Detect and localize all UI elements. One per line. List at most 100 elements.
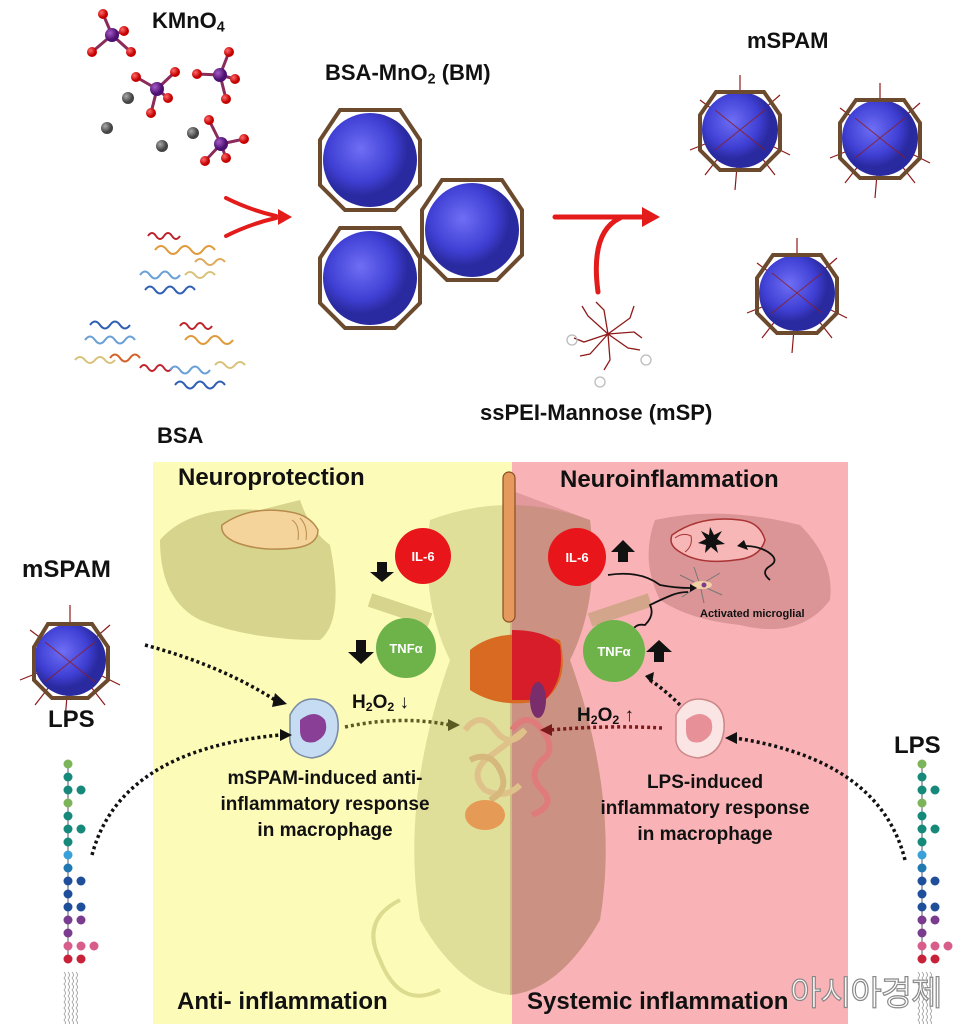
kmno4-subscript: 4 bbox=[216, 19, 225, 36]
neuroprotection-title: Neuroprotection bbox=[178, 464, 365, 491]
inflamed-brain-icon bbox=[670, 518, 766, 563]
h2o2-up-arrow bbox=[549, 725, 663, 732]
kmno4-text: KMnO bbox=[152, 8, 217, 33]
lps-sugar-unit bbox=[930, 785, 940, 795]
tnf-up-arrow bbox=[646, 640, 672, 662]
mSP-label: ssPEI-Mannose (mSP) bbox=[480, 400, 713, 425]
il6-label: IL-6 bbox=[411, 548, 435, 564]
lps-sugar-unit bbox=[930, 941, 940, 951]
lps-sugar-unit bbox=[63, 850, 73, 860]
lps-sugar-unit bbox=[63, 837, 73, 847]
lps-sugar-unit bbox=[76, 941, 86, 951]
caption-line: mSPAM-induced anti- bbox=[227, 768, 423, 789]
tnf-label: TNFα bbox=[389, 640, 423, 656]
caption-line: inflammatory response bbox=[600, 798, 810, 819]
down-arrow-icon: ↓ bbox=[399, 692, 410, 713]
lps-sugar-unit bbox=[917, 824, 927, 834]
lps-sugar-unit bbox=[76, 954, 86, 964]
il6-label: IL-6 bbox=[565, 549, 589, 565]
h2o2-down-arrow bbox=[344, 718, 451, 729]
lps-sugar-unit bbox=[63, 954, 73, 964]
lps-to-macrophage-left-arrow bbox=[90, 733, 281, 856]
lps-molecule-right bbox=[917, 759, 953, 1024]
kmno4-molecules-graphic bbox=[74, 9, 931, 390]
caption-line: in macrophage bbox=[257, 820, 393, 841]
lps-sugar-unit bbox=[917, 876, 927, 886]
bsa-mno2-label: BSA-MnO2 (BM) bbox=[325, 60, 491, 88]
tnf-label: TNFα bbox=[597, 643, 631, 659]
h2o2-h: H bbox=[577, 705, 591, 726]
lps-sugar-unit bbox=[63, 876, 73, 886]
bsa-protein bbox=[169, 322, 246, 390]
il6-down-arrow bbox=[370, 562, 394, 582]
bsa-protein bbox=[139, 232, 226, 295]
lps-sugar-unit bbox=[76, 902, 86, 912]
h2o2-decrease-label: H2O2 ↓ bbox=[352, 692, 409, 714]
bm-label-subscript: 2 bbox=[427, 71, 436, 88]
lps-to-macrophage-right-arrow bbox=[734, 736, 907, 861]
lps-molecule-left bbox=[63, 759, 99, 1024]
lps-sugar-unit bbox=[63, 811, 73, 821]
lipid-tail bbox=[71, 971, 74, 1024]
watermark: 아시아경제 bbox=[789, 973, 943, 1014]
lps-sugar-unit bbox=[917, 941, 927, 951]
lps-sugar-unit bbox=[76, 785, 86, 795]
mspam-product-label: mSPAM bbox=[747, 28, 829, 53]
lps-sugar-unit bbox=[943, 941, 953, 951]
kmno4-molecule bbox=[87, 9, 136, 57]
lipid-tail bbox=[925, 971, 928, 1024]
lipid-tail bbox=[929, 971, 932, 1024]
caption-line: LPS-induced bbox=[646, 772, 764, 793]
il6-up-arrow bbox=[611, 540, 635, 562]
mspam-nanoparticle bbox=[19, 605, 121, 721]
lps-sugar-unit bbox=[930, 915, 940, 925]
inflammatory-caption: LPS-induced inflammatory response in mac… bbox=[587, 770, 823, 848]
lps-sugar-unit bbox=[63, 772, 73, 782]
kmno4-molecule bbox=[192, 47, 240, 104]
mspam-nanoparticle bbox=[829, 83, 931, 199]
mspam-nanoparticle bbox=[746, 238, 848, 354]
h2o2-sub: 2 bbox=[365, 700, 373, 715]
h2o2-h: H bbox=[352, 692, 366, 713]
dotted-arrows bbox=[90, 643, 907, 861]
lps-sugar-unit bbox=[63, 863, 73, 873]
lps-right-label: LPS bbox=[894, 732, 941, 759]
potassium-ions bbox=[101, 92, 199, 152]
anti-inflammatory-caption: mSPAM-induced anti- inflammatory respons… bbox=[215, 766, 435, 844]
h2o2-sub: 2 bbox=[387, 700, 395, 715]
kmno4-molecule bbox=[131, 67, 180, 118]
kmno4-label: KMnO4 bbox=[152, 8, 225, 36]
bm-label-text: BSA-MnO bbox=[325, 60, 428, 85]
lps-sugar-unit bbox=[917, 837, 927, 847]
lps-sugar-unit bbox=[63, 902, 73, 912]
lps-sugar-unit bbox=[930, 824, 940, 834]
macrophage-to-tnf-arrow bbox=[649, 678, 682, 707]
lps-sugar-unit bbox=[63, 928, 73, 938]
lps-sugar-unit bbox=[917, 772, 927, 782]
bsa-label: BSA bbox=[157, 423, 204, 448]
bsa-protein bbox=[74, 320, 173, 372]
mannose-pei-polymer bbox=[566, 301, 652, 388]
bm-label-suffix: (BM) bbox=[435, 60, 491, 85]
lps-sugar-unit bbox=[76, 876, 86, 886]
lps-sugar-unit bbox=[63, 785, 73, 795]
lps-sugar-unit bbox=[917, 811, 927, 821]
lps-sugar-unit bbox=[917, 785, 927, 795]
lps-sugar-unit bbox=[917, 954, 927, 964]
bm-nanoparticle bbox=[318, 226, 422, 330]
lps-sugar-unit bbox=[63, 759, 73, 769]
kmno4-molecule bbox=[200, 115, 249, 166]
cytokine-to-brain-arrows bbox=[607, 540, 776, 649]
lps-sugar-unit bbox=[917, 915, 927, 925]
lps-sugar-unit bbox=[63, 824, 73, 834]
mspam-nanoparticle bbox=[689, 75, 791, 191]
il6-circle-right: IL-6 bbox=[548, 528, 606, 586]
lipid-tail bbox=[67, 971, 70, 1024]
lipid-tail bbox=[917, 971, 920, 1024]
bsa-protein-graphic bbox=[74, 232, 246, 390]
lps-sugar-unit bbox=[76, 824, 86, 834]
lipid-tail bbox=[63, 971, 66, 1024]
lps-sugar-unit bbox=[917, 902, 927, 912]
lps-sugar-unit bbox=[917, 798, 927, 808]
